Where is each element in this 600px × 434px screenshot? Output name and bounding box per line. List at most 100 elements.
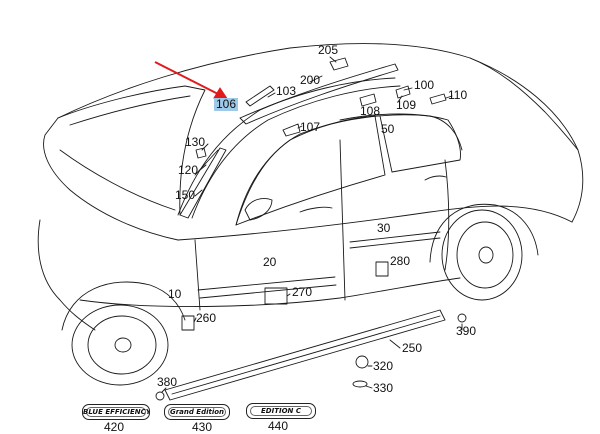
door-seal-50 [235,114,463,226]
emblem-430-text: Grand Edition [169,408,225,416]
front-wheel-hub [114,337,132,353]
part-205-shape [329,57,349,71]
car-hood [43,117,179,241]
part-label-200[interactable]: 200 [300,73,321,87]
leader-205 [329,56,337,63]
front-wheel-rim [87,315,157,375]
emblem-430: Grand Edition [164,404,230,420]
emblem-440-text: EDITION C [261,407,301,415]
part-label-100[interactable]: 100 [414,78,435,92]
molding-30 [349,231,441,243]
part-label-380[interactable]: 380 [157,375,178,389]
part-label-103[interactable]: 103 [276,84,297,98]
rear-wheel-hub [478,246,494,264]
front-door-handle [299,206,333,213]
windshield-inner [69,95,191,126]
rear-wheel-rim [456,221,514,289]
leader-120 [199,164,207,171]
part-label-440[interactable]: 440 [268,419,289,433]
part-110-shape [429,93,447,105]
part-320-shape [355,355,369,369]
windshield-outline [57,85,206,216]
leader-260 [193,317,197,323]
hood-crease [59,149,176,211]
rear-door-handle [424,175,447,181]
part-390-shape [457,313,467,323]
front-wheel-tire [71,304,169,386]
molding-10 [197,276,336,291]
body-side-lower [79,277,461,308]
leader-380 [161,387,167,393]
part-107-shape [282,123,301,137]
part-label-390[interactable]: 390 [456,324,477,338]
callout-arrow [154,61,230,101]
part-label-10[interactable]: 10 [168,287,182,301]
emblem-440: EDITION C [246,403,316,419]
part-label-107[interactable]: 107 [300,120,321,134]
leader-270 [286,293,291,297]
sill-panel-250 [164,309,446,401]
part-330-shape [352,380,368,388]
a-pillar-front [177,77,396,216]
part-109-shape [395,85,411,99]
part-label-110[interactable]: 110 [448,88,468,102]
emblem-430-border [168,407,226,417]
body-side-upper [177,205,573,241]
part-106-shape [245,85,275,107]
a-pillar-rear [191,85,401,219]
part-260-shape [181,315,195,331]
leader-107 [297,125,303,129]
leader-250 [389,339,401,349]
body-front-bumper [37,219,96,331]
roof-trim-200 [239,63,399,125]
molding-20 [199,284,337,299]
part-label-430[interactable]: 430 [192,420,213,434]
b-pillar-line [339,139,346,301]
leader-200 [309,75,323,83]
leader-109 [397,95,403,103]
part-label-250[interactable]: 250 [402,341,423,355]
rear-door-edge [444,159,450,271]
part-label-320[interactable]: 320 [373,359,394,373]
rear-wheel-arch [429,203,539,263]
part-label-30[interactable]: 30 [377,221,391,235]
emblem-420-text: BLUE EFFICIENCY [83,408,150,416]
part-label-106[interactable]: 106 [214,97,239,111]
part-label-108[interactable]: 108 [360,104,381,118]
part-280-shape [375,261,389,277]
part-label-420[interactable]: 420 [104,420,125,434]
emblem-420: BLUE EFFICIENCY [82,404,150,420]
part-380-shape [155,391,165,401]
part-label-330[interactable]: 330 [373,381,394,395]
pillar-trim-120 [194,149,219,176]
leader-110 [445,95,453,99]
part-label-205[interactable]: 205 [318,43,339,57]
part-label-270[interactable]: 270 [292,285,313,299]
leader-330 [365,385,373,389]
leader-103 [267,92,276,98]
leader-150 [194,189,203,197]
molding-30b [349,237,441,249]
part-label-20[interactable]: 20 [263,255,277,269]
emblem-420-border [86,407,146,417]
part-label-50[interactable]: 50 [381,122,395,136]
front-door-edge [194,239,201,311]
side-mirror [244,198,273,221]
part-label-260[interactable]: 260 [196,311,217,325]
leader-100 [403,87,413,91]
part-label-150[interactable]: 150 [175,188,196,202]
part-label-120[interactable]: 120 [178,163,199,177]
part-label-109[interactable]: 109 [396,98,417,112]
car-rear-deck [469,57,579,151]
front-wheel-arch [61,281,186,331]
rear-wheel-tire [441,209,523,301]
emblem-440-border [250,406,312,416]
part-108-shape [359,93,377,107]
sill-panel-250-inner [171,315,441,395]
part-130-shape [195,147,207,159]
leader-130 [201,143,209,151]
part-label-280[interactable]: 280 [390,254,411,268]
rear-door-window [339,113,461,173]
part-label-130[interactable]: 130 [185,135,206,149]
